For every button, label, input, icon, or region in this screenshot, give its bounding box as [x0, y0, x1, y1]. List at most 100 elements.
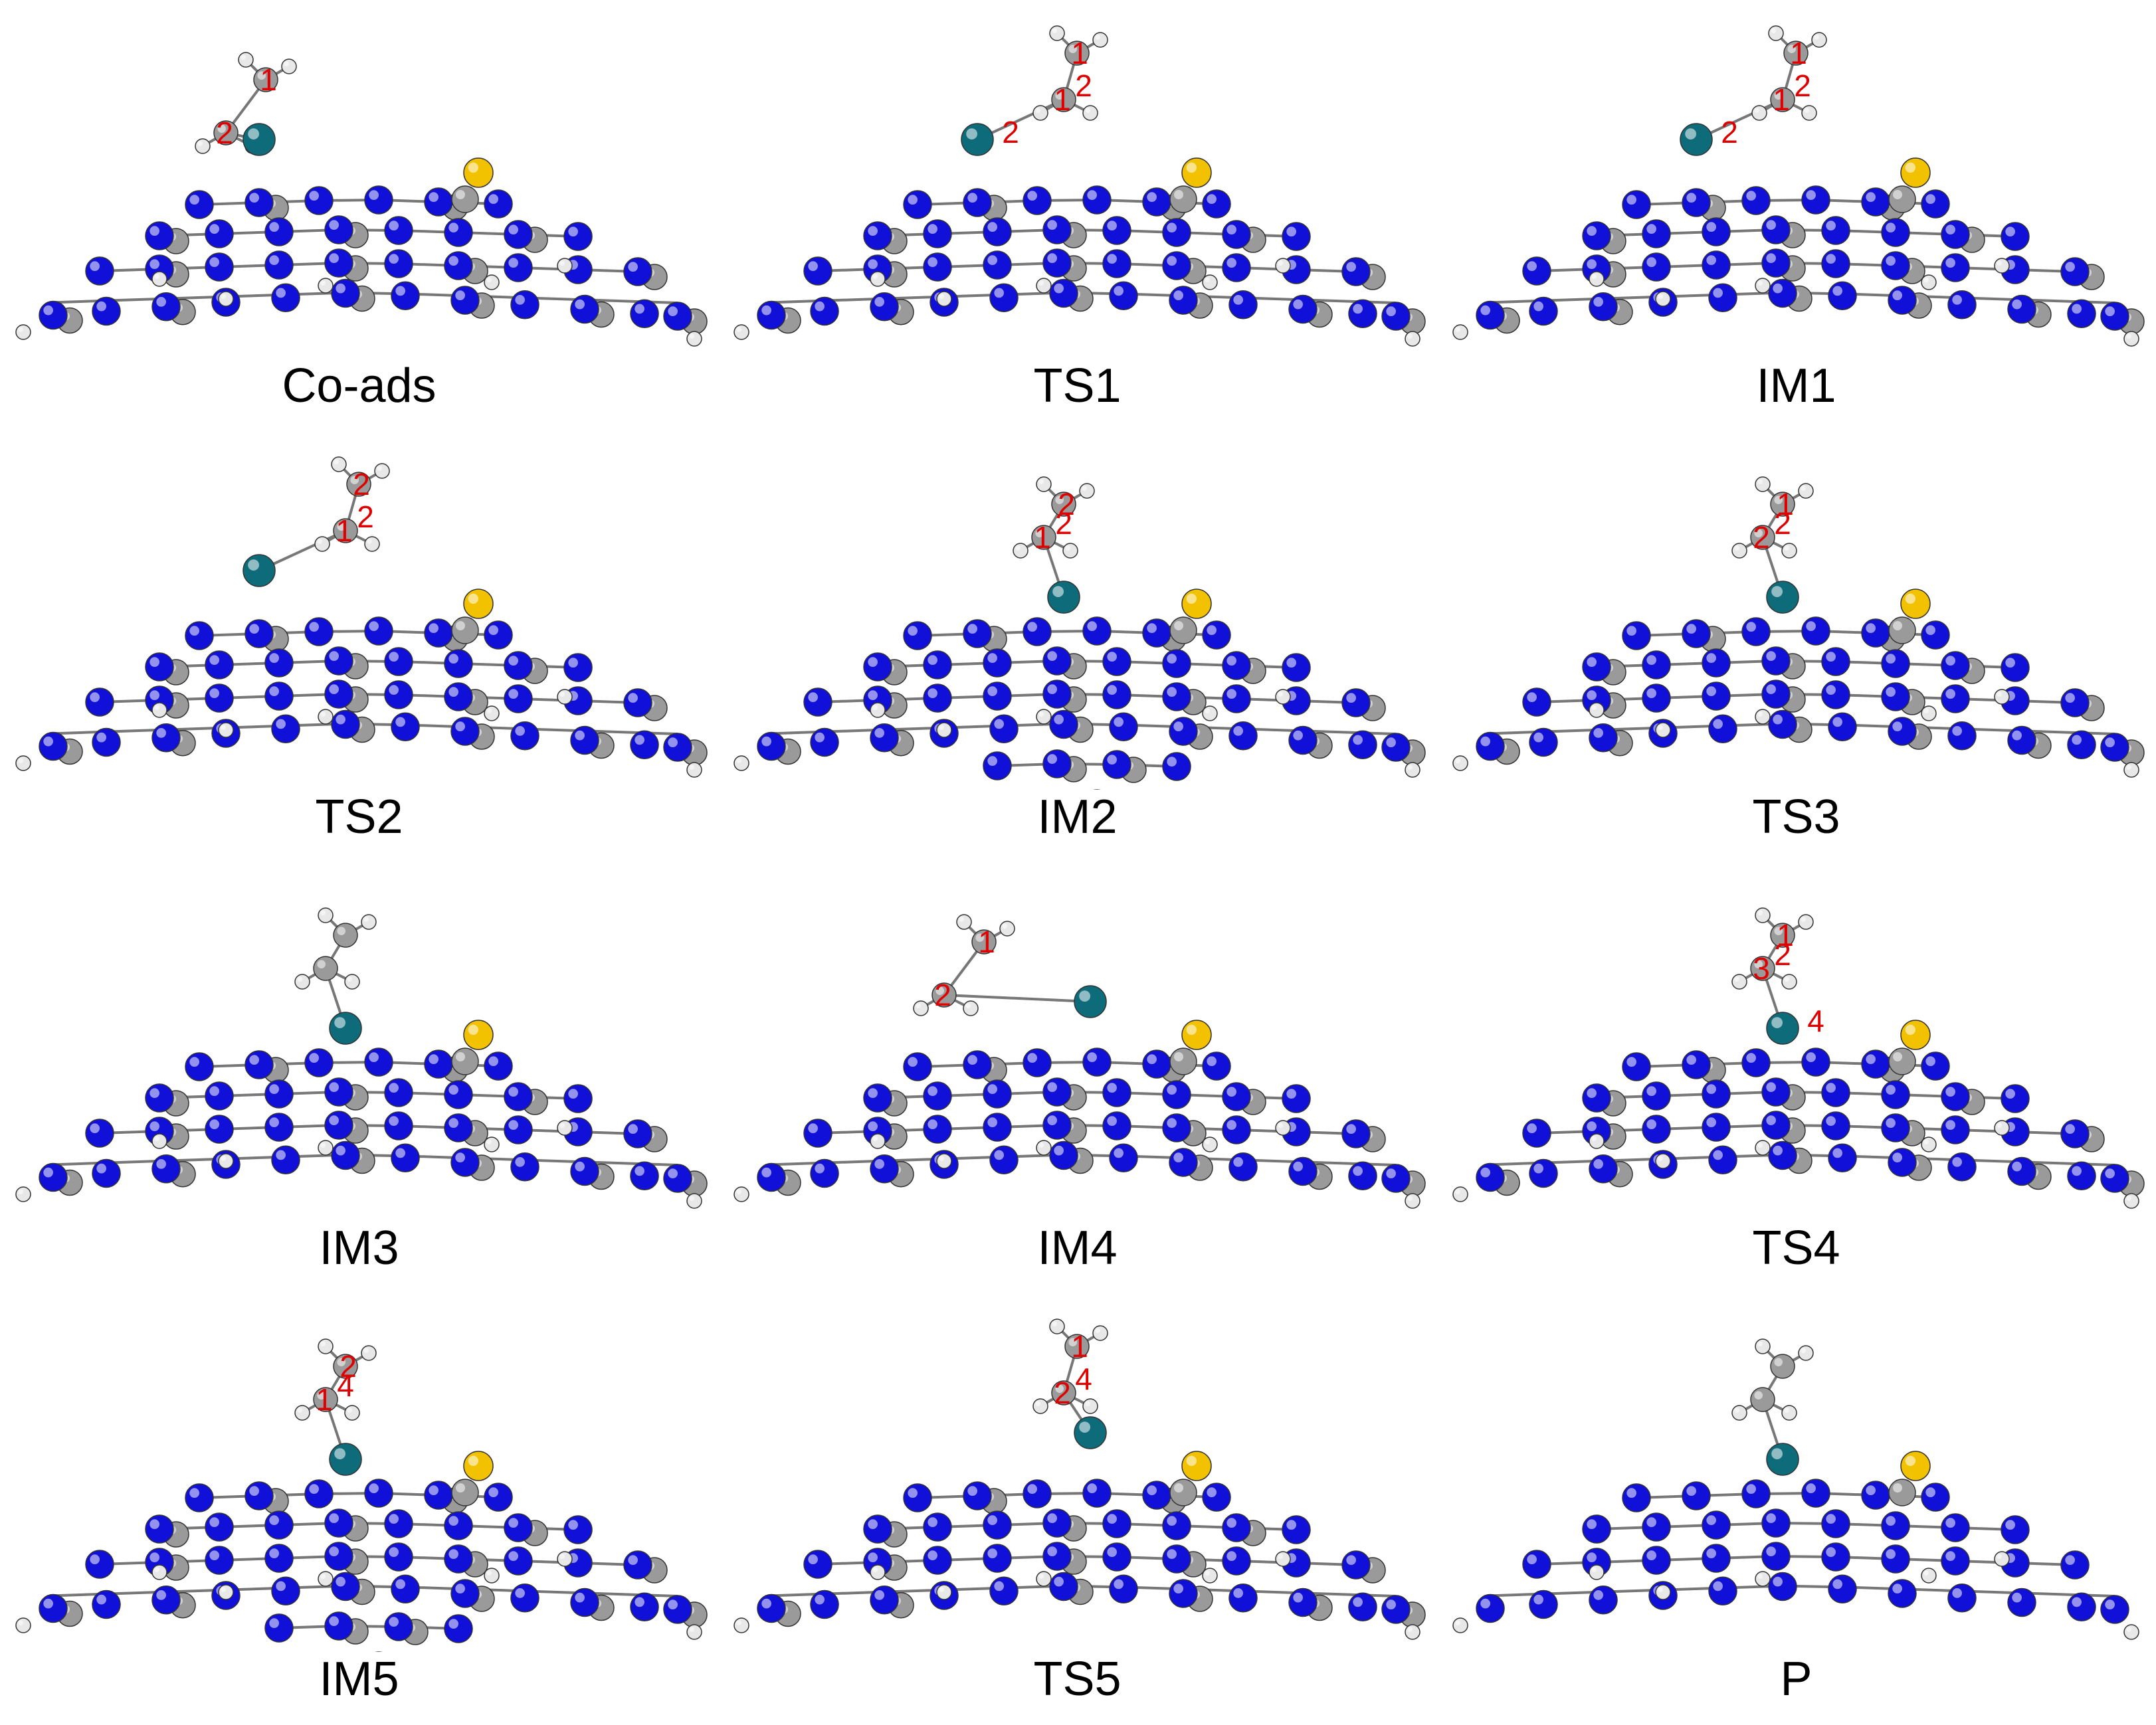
structure-label: IM4: [1037, 1222, 1118, 1275]
nitrogen-atom: [92, 1158, 121, 1188]
nitrogen-atom: [1522, 687, 1551, 717]
nitrogen-atom: [870, 723, 899, 753]
cobalt-atom: [1766, 1012, 1799, 1045]
nitrogen-atom: [1042, 215, 1072, 244]
nitrogen-atom: [484, 1483, 513, 1512]
carbon-atom: [931, 982, 957, 1008]
hydrogen-atom: [963, 1000, 979, 1016]
nitrogen-atom: [2067, 730, 2096, 759]
carbon-atom: [451, 616, 479, 644]
nitrogen-atom: [1142, 1049, 1171, 1079]
nitrogen-atom: [1288, 1156, 1318, 1186]
nitrogen-atom: [1888, 717, 1917, 746]
sulfur-atom: [1181, 589, 1212, 619]
nitrogen-atom: [570, 1588, 599, 1617]
hydrogen-atom: [1755, 1140, 1771, 1156]
cobalt-atom: [961, 123, 994, 156]
hydrogen-atom: [1589, 1564, 1605, 1580]
nitrogen-atom: [1768, 1140, 1797, 1170]
nitrogen-atom: [1622, 1483, 1651, 1512]
nitrogen-atom: [145, 1083, 174, 1113]
sulfur-atom: [1900, 1020, 1931, 1050]
nitrogen-atom: [623, 1119, 652, 1148]
nitrogen-atom: [185, 190, 214, 219]
nitrogen-atom: [1821, 1542, 1850, 1572]
nitrogen-atom: [983, 751, 1012, 780]
hydrogen-atom: [2123, 1624, 2139, 1640]
nitrogen-atom: [1381, 1164, 1411, 1193]
nitrogen-atom: [2067, 299, 2096, 328]
structure-label: TS3: [1752, 790, 1840, 844]
atom-number-label: 4: [1807, 1004, 1824, 1038]
nitrogen-atom: [304, 617, 334, 646]
hydrogen-atom: [344, 1405, 360, 1421]
nitrogen-atom: [245, 1050, 274, 1079]
nitrogen-atom: [2060, 1119, 2090, 1148]
nitrogen-atom: [1082, 185, 1112, 215]
hydrogen-atom: [218, 1584, 234, 1600]
nitrogen-atom: [1082, 1479, 1112, 1508]
nitrogen-atom: [1682, 188, 1711, 217]
hydrogen-atom: [1781, 1405, 1797, 1421]
nitrogen-atom: [444, 682, 473, 711]
nitrogen-atom: [145, 652, 174, 681]
nitrogen-atom: [1522, 1550, 1551, 1579]
hydrogen-atom: [1405, 1193, 1421, 1209]
structure-label: P: [1780, 1653, 1813, 1706]
nitrogen-atom: [205, 1512, 234, 1542]
nitrogen-atom: [324, 248, 353, 278]
nitrogen-atom: [444, 251, 473, 280]
nitrogen-atom: [1642, 252, 1671, 282]
nitrogen-atom: [264, 1510, 294, 1540]
nitrogen-atom: [2060, 1550, 2090, 1580]
nitrogen-atom: [510, 1584, 539, 1613]
nitrogen-atom: [1042, 1508, 1072, 1538]
nitrogen-atom: [1023, 1479, 1052, 1508]
nitrogen-atom: [1222, 220, 1251, 249]
hydrogen-atom: [1751, 105, 1767, 121]
atom-number-label: 4: [337, 1368, 354, 1403]
atom-number-label: 1: [1777, 918, 1794, 953]
carbon-atom: [213, 120, 239, 145]
atom-number-label: 1: [260, 62, 277, 97]
nitrogen-atom: [1921, 620, 1950, 650]
nitrogen-atom: [1042, 1542, 1072, 1571]
carbon-atom: [1051, 492, 1076, 517]
hydrogen-atom: [1275, 258, 1291, 274]
sulfur-atom: [1181, 157, 1212, 188]
nitrogen-atom: [870, 292, 899, 321]
hydrogen-atom: [1798, 914, 1814, 930]
hydrogen-atom: [294, 974, 310, 990]
hydrogen-atom: [151, 271, 167, 287]
nitrogen-atom: [1682, 1481, 1711, 1510]
nitrogen-atom: [989, 1576, 1019, 1605]
carbon-atom: [1888, 185, 1916, 213]
nitrogen-atom: [1642, 1546, 1671, 1575]
hydrogen-atom: [870, 271, 886, 287]
nitrogen-atom: [1708, 1576, 1737, 1605]
hydrogen-atom: [1781, 543, 1797, 559]
nitrogen-atom: [1801, 185, 1830, 215]
cobalt-atom: [1074, 985, 1107, 1018]
nitrogen-atom: [923, 1546, 952, 1575]
nitrogen-atom: [923, 252, 952, 282]
nitrogen-atom: [903, 190, 932, 219]
hydrogen-atom: [1082, 105, 1098, 121]
carbon-atom: [1169, 616, 1197, 644]
nitrogen-atom: [324, 215, 353, 244]
atom-number-label: 1: [1773, 82, 1790, 117]
nitrogen-atom: [1921, 189, 1950, 219]
nitrogen-atom: [271, 283, 300, 312]
hydrogen-atom: [484, 274, 500, 290]
nitrogen-atom: [1202, 1051, 1231, 1081]
structure-label: TS2: [315, 790, 403, 844]
nitrogen-atom: [1162, 1511, 1191, 1540]
nitrogen-atom: [39, 1162, 68, 1192]
hydrogen-atom: [1768, 25, 1784, 41]
nitrogen-atom: [1741, 617, 1771, 646]
hydrogen-atom: [281, 58, 297, 74]
hydrogen-atom: [1994, 258, 2010, 274]
